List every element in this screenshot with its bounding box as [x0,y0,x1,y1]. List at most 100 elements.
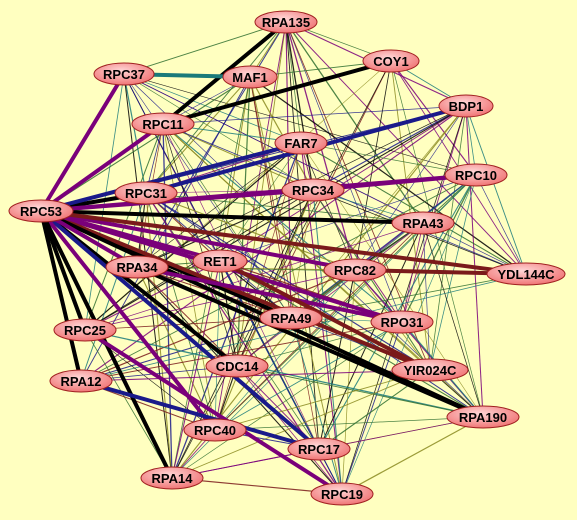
node-label: RPC25 [64,323,106,338]
node-ellipse[interactable] [274,131,328,155]
node-rpc53[interactable]: RPC53 [8,199,74,223]
node-ellipse[interactable] [391,358,469,382]
edge-bdp1-yir024c [429,105,467,371]
strong-edge-rpa34-rpa190 [135,265,485,419]
edge-rpo31-rpa12 [80,321,403,382]
node-rpc11[interactable]: RPC11 [131,112,195,136]
edge-rpc31-yir024c [145,192,431,371]
node-label: RPC31 [125,186,167,201]
node-ellipse[interactable] [53,318,117,342]
edge-rpc82-rpc40 [214,269,356,431]
node-cdc14[interactable]: CDC14 [205,354,269,378]
node-label: RPA43 [403,216,444,231]
edge-rpc11-rpo31 [162,123,403,323]
node-ellipse[interactable] [259,306,323,330]
node-rpc34[interactable]: RPC34 [281,178,345,202]
strong-edge-rpc53-yir024c [39,209,432,372]
node-label: RPC82 [334,263,376,278]
edge-rpo31-rpa14 [171,321,403,479]
edge-rpc37-ydl144c [123,73,527,275]
strong-edge-rpc11-coy1 [161,59,393,126]
node-rpc25[interactable]: RPC25 [53,318,117,342]
node-ellipse[interactable] [49,369,113,393]
edge-rpc82-rpa12 [80,269,356,382]
node-ellipse[interactable] [131,112,195,136]
edge-rpc25-rpa14 [84,329,173,479]
node-rpa34[interactable]: RPA34 [105,255,169,279]
strong-edge-rpc53-rpc11 [39,122,165,213]
node-rpc31[interactable]: RPC31 [114,181,178,205]
node-rpa135[interactable]: RPA135 [254,10,318,34]
node-rpa12[interactable]: RPA12 [49,369,113,393]
edge-yir024c-rpa12 [80,369,431,382]
node-rpc37[interactable]: RPC37 [93,62,155,86]
node-ellipse[interactable] [140,466,204,490]
edge-maf1-rpa49 [249,76,292,319]
node-ellipse[interactable] [446,405,520,429]
node-rpa190[interactable]: RPA190 [446,405,520,429]
node-ellipse[interactable] [486,262,566,286]
node-ellipse[interactable] [114,181,178,205]
node-ellipse[interactable] [362,49,420,73]
node-ellipse[interactable] [105,255,169,279]
node-rpc10[interactable]: RPC10 [444,163,508,187]
node-rpa43[interactable]: RPA43 [391,211,455,235]
node-bdp1[interactable]: BDP1 [438,94,494,118]
node-ellipse[interactable] [93,62,155,86]
edge-rpc34-rpc40 [214,189,314,431]
node-label: RPA12 [61,374,102,389]
node-ellipse[interactable] [8,199,74,223]
strong-edge-ret1-yir024c [218,259,432,372]
node-label: RPC37 [103,67,145,82]
node-ellipse[interactable] [205,354,269,378]
edge-rpc10-rpa49 [290,174,477,319]
node-label: RPA14 [152,471,194,486]
strong-edge-rpc53-ydl144c [39,209,528,276]
node-ellipse[interactable] [323,258,387,282]
strong-edge-rpc53-rpc17 [39,209,321,451]
node-label: COY1 [373,54,408,69]
node-rpc40[interactable]: RPC40 [183,418,247,442]
edge-rpc10-rpo31 [401,174,477,323]
edge-rpc10-ret1 [219,174,477,262]
node-label: RPC10 [455,168,497,183]
node-far7[interactable]: FAR7 [274,131,328,155]
node-ellipse[interactable] [310,482,374,506]
node-maf1[interactable]: MAF1 [222,65,278,89]
node-ellipse[interactable] [444,163,508,187]
node-ellipse[interactable] [281,178,345,202]
strong-edge-rpc53-rpc37 [39,72,126,213]
node-ellipse[interactable] [183,418,247,442]
node-label: YIR024C [404,363,457,378]
node-ydl144c[interactable]: YDL144C [486,262,566,286]
node-ellipse[interactable] [287,437,351,461]
node-ellipse[interactable] [370,310,434,334]
node-label: BDP1 [449,99,484,114]
edge-rpc10-ydl144c [475,174,527,275]
edge-rpc34-rpa34 [136,189,314,268]
node-rpc19[interactable]: RPC19 [310,482,374,506]
node-rpa14[interactable]: RPA14 [140,466,204,490]
edge-rpc37-rpc31 [123,73,147,194]
node-rpc17[interactable]: RPC17 [287,437,351,461]
edge-yir024c-rpa14 [171,369,431,479]
edge-rpa49-rpa12 [80,317,292,382]
edge-rpa49-rpc19 [290,317,343,495]
node-rpa49[interactable]: RPA49 [259,306,323,330]
edge-ret1-cdc14 [219,260,238,367]
edge-rpa43-cdc14 [236,222,424,367]
node-label: RPC53 [20,204,62,219]
node-coy1[interactable]: COY1 [362,49,420,73]
edge-rpa135-rpc37 [123,21,287,75]
node-ellipse[interactable] [391,211,455,235]
node-ellipse[interactable] [438,94,494,118]
node-rpo31[interactable]: RPO31 [370,310,434,334]
strong-edge-rpc53-far7 [39,141,303,213]
node-rpc82[interactable]: RPC82 [323,258,387,282]
node-ellipse[interactable] [192,249,248,273]
node-ellipse[interactable] [254,10,318,34]
strong-edge-rpc53-rpc82 [39,209,357,272]
node-ret1[interactable]: RET1 [192,249,248,273]
node-ellipse[interactable] [222,65,278,89]
node-yir024c[interactable]: YIR024C [391,358,469,382]
